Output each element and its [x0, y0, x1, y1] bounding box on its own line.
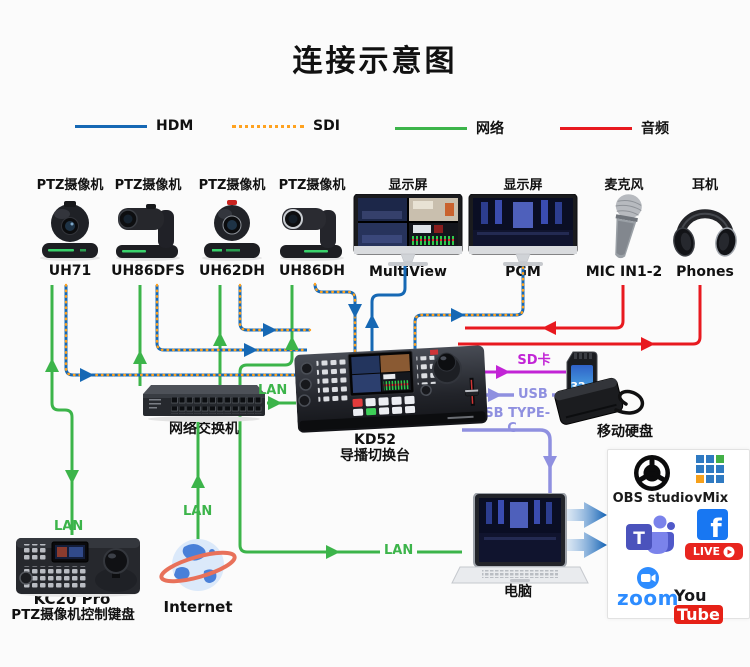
- zoom-wordmark: zoom: [617, 586, 679, 610]
- facebook-glyph: f: [710, 514, 722, 540]
- camera-type-label: PTZ摄像机: [36, 178, 104, 193]
- network-switch-icon: [143, 385, 265, 422]
- lan-label-switch-to-kd52: LAN: [258, 383, 288, 398]
- lan-label-computer: LAN: [380, 543, 418, 559]
- ptz-camera-icon: [116, 204, 180, 261]
- page-title: 连接示意图: [292, 44, 458, 79]
- camera-type-label: PTZ摄像机: [278, 178, 346, 193]
- obs-studio-label: OBS studio: [612, 491, 694, 506]
- headphones-type-label: 耳机: [691, 178, 718, 193]
- legend-label-network: 网络: [476, 121, 504, 137]
- multiview-monitor-icon: [353, 194, 463, 266]
- headphones-model-label: Phones: [676, 264, 734, 280]
- sd-card-connection-label: SD卡: [517, 353, 551, 368]
- usb-connection-label: USB: [514, 387, 552, 403]
- camera-type-label: PTZ摄像机: [114, 178, 182, 193]
- vmix-label: vMix: [693, 491, 729, 506]
- youtube-tube: Tube: [674, 605, 723, 624]
- legend-line-hdmi: [75, 124, 147, 128]
- legend-line-sdi: [232, 124, 304, 128]
- lan-label-keyboard: LAN: [54, 519, 84, 534]
- camera-model-label: UH86DFS: [111, 263, 185, 279]
- zoom-icon: [637, 567, 659, 589]
- monitor-type-label: 显示屏: [388, 178, 428, 193]
- legend-item-sdi: SDI: [232, 118, 340, 134]
- legend-item-audio: 音频: [560, 118, 669, 138]
- legend-label-audio: 音频: [641, 121, 669, 137]
- software-panel: OBS studio vMix T f LIVE: [607, 449, 750, 624]
- play-icon: [723, 546, 735, 557]
- kd52-type-label: 导播切换台: [340, 448, 410, 464]
- obs-studio-icon: [634, 455, 670, 491]
- teams-glyph: T: [633, 529, 645, 549]
- ptz-camera-icon: [40, 201, 100, 261]
- live-label: LIVE: [692, 545, 721, 558]
- live-badge: LIVE: [685, 543, 743, 560]
- monitor-model-label: MultiView: [368, 264, 447, 280]
- legend-label-hdmi: HDM: [156, 118, 194, 134]
- camera-model-label: UH62DH: [199, 263, 265, 279]
- kc20-keyboard-icon: [16, 538, 140, 597]
- ptz-camera-icon: [202, 200, 262, 261]
- monitor-type-label: 显示屏: [503, 178, 543, 193]
- teams-icon: T: [626, 515, 675, 554]
- pgm-monitor-icon: [468, 194, 578, 266]
- kd52-model-label: KD52: [354, 432, 396, 448]
- vmix-icon: [696, 455, 724, 483]
- internet-globe-icon: [159, 539, 237, 591]
- microphone-icon: [615, 194, 642, 259]
- headphones-icon: [673, 209, 737, 257]
- camera-model-label: UH71: [48, 263, 92, 279]
- facebook-icon: f: [697, 509, 728, 540]
- stream-arrows: [560, 502, 607, 558]
- kc20-type-label: PTZ摄像机控制键盘: [11, 607, 135, 623]
- camera-model-label: UH86DH: [279, 263, 345, 279]
- laptop-icon: [451, 493, 589, 584]
- network-switch-label: 网络交换机: [169, 421, 239, 437]
- camera-type-label: PTZ摄像机: [198, 178, 266, 193]
- legend-line-network: [395, 126, 467, 130]
- youtube-wordmark: YouTube: [674, 586, 749, 624]
- kd52-switcher-icon: [294, 345, 488, 433]
- legend-label-sdi: SDI: [313, 118, 340, 134]
- computer-label: 电脑: [504, 584, 532, 600]
- ptz-camera-icon: [280, 208, 344, 261]
- microphone-type-label: 麦克风: [604, 178, 644, 193]
- hard-drive-label: 移动硬盘: [597, 424, 653, 440]
- legend-item-network: 网络: [395, 118, 504, 138]
- legend-line-audio: [560, 126, 632, 130]
- hard-drive-icon: [554, 377, 644, 425]
- microphone-model-label: MIC IN1-2: [585, 264, 663, 280]
- legend-item-hdmi: HDM: [75, 118, 193, 134]
- internet-label: Internet: [163, 598, 233, 616]
- youtube-you: You: [674, 586, 707, 605]
